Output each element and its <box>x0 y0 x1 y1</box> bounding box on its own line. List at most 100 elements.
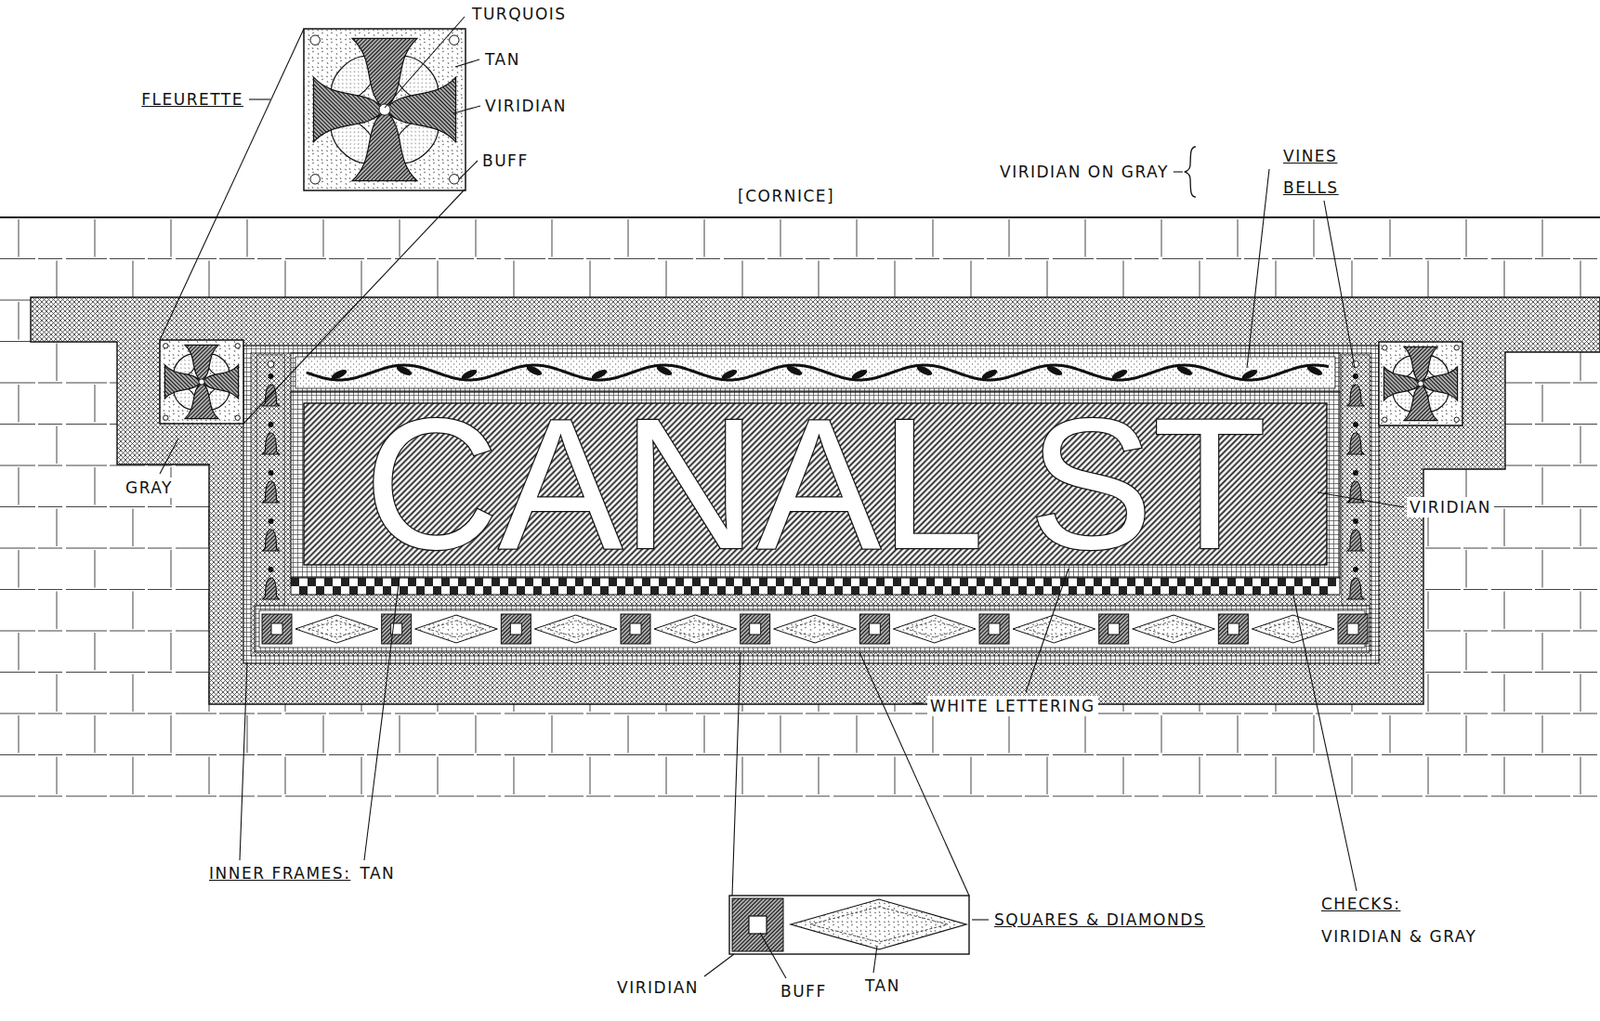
leader-line <box>760 932 787 979</box>
check-tile <box>1143 577 1153 587</box>
fleurette-dot <box>1454 417 1459 422</box>
vine-leaf <box>980 367 998 381</box>
tile-joint <box>1161 715 1163 754</box>
check-tile <box>625 577 634 587</box>
tile-joint <box>323 715 325 754</box>
label-anchor: VIRIDIAN & GRAY <box>1318 926 1480 947</box>
bell-dot <box>1352 566 1359 573</box>
label-anchor: VIRIDIAN <box>614 977 702 998</box>
tile-joint <box>132 591 134 630</box>
buff-square <box>510 623 522 635</box>
leader-line <box>971 918 989 920</box>
diamond-inner <box>547 620 604 638</box>
buff-square <box>1227 623 1239 635</box>
leader-line <box>159 438 179 474</box>
viridian-square <box>381 614 412 644</box>
check-tile <box>290 577 300 587</box>
check-tile <box>1319 586 1328 595</box>
viridian-square <box>620 614 651 644</box>
tile-joint <box>742 261 744 300</box>
buff-square <box>629 623 642 635</box>
check-tile <box>918 586 927 595</box>
check-tile <box>951 586 960 595</box>
tile-joint <box>1390 219 1391 258</box>
check-tile <box>591 577 601 587</box>
tile-joint <box>94 715 96 754</box>
leader-line <box>704 954 735 977</box>
fleurette-dot <box>163 415 169 420</box>
fleurette-ground <box>303 28 466 191</box>
callout-label: VIRIDIAN ON GRAY <box>996 161 1172 183</box>
bell-dot <box>268 373 275 380</box>
tile-joint <box>1580 591 1582 630</box>
check-tile <box>650 586 659 595</box>
label-anchor: TURQUOIS <box>469 3 570 25</box>
fleurette-ground <box>159 340 244 424</box>
check-tile <box>1051 586 1061 595</box>
check-tile <box>366 586 375 595</box>
viridian-square <box>979 614 1010 644</box>
tile-joint <box>666 261 668 300</box>
check-tile <box>1168 586 1178 595</box>
leader-line <box>1173 170 1183 172</box>
tile-joint <box>1313 219 1315 258</box>
tile-joint <box>1542 715 1544 754</box>
leader-line <box>239 662 248 861</box>
tile-joint <box>1542 632 1544 671</box>
brace <box>1184 146 1196 197</box>
tile-joint <box>1580 757 1582 796</box>
buff-square <box>748 916 767 934</box>
check-tile <box>876 577 885 587</box>
tile-joint <box>1275 757 1277 796</box>
tile-joint <box>170 219 172 258</box>
tile-joint <box>247 219 249 258</box>
fleurette <box>1378 341 1463 426</box>
check-tile <box>407 577 417 587</box>
tile-joint <box>1313 715 1315 754</box>
vine-leaf <box>524 364 543 378</box>
check-tile <box>909 577 919 587</box>
viridian-square <box>1218 614 1248 644</box>
bell-dot <box>1352 421 1359 428</box>
tile-joint <box>56 674 58 713</box>
fleurette <box>159 340 244 424</box>
callout-label: TAN <box>356 863 398 884</box>
check-tile <box>809 577 818 587</box>
tile-joint <box>1504 757 1506 796</box>
tan-diamond <box>1251 615 1335 643</box>
bell-tile <box>262 432 280 455</box>
bell-dot <box>1352 373 1359 380</box>
check-tile <box>892 577 902 587</box>
check-tile <box>1093 577 1102 587</box>
tile-joint <box>18 384 20 423</box>
vine-leaf <box>394 364 413 378</box>
tile-joint <box>399 715 401 754</box>
tile-joint <box>590 757 591 796</box>
bell-dot <box>268 470 275 476</box>
check-tile <box>299 586 308 595</box>
tile-joint <box>1542 219 1544 258</box>
label-anchor: GRAY <box>122 477 176 499</box>
tile-joint <box>1047 757 1049 796</box>
checks-band <box>290 577 1340 595</box>
label-anchor: BUFF <box>479 150 532 171</box>
fleurette-dot <box>1382 417 1388 422</box>
callout-label: TURQUOIS <box>469 3 570 25</box>
fleurette-dot <box>235 415 240 420</box>
squares-strip <box>259 610 1365 648</box>
label-anchor: SQUARES & DIAMONDS <box>991 909 1208 931</box>
bell-tile <box>262 529 280 551</box>
callout-label: INNER FRAMES: <box>206 863 354 884</box>
tile-joint <box>1047 261 1049 300</box>
check-tile <box>1252 586 1261 595</box>
vine-leaf <box>915 364 933 378</box>
check-tile <box>1219 586 1228 595</box>
check-tile <box>1110 577 1119 587</box>
frame-ground <box>250 353 1372 656</box>
check-tile <box>1127 577 1136 587</box>
tile-joint <box>18 301 20 341</box>
label-anchor: VIRIDIAN <box>482 95 570 117</box>
tile-joint <box>475 715 477 754</box>
viridian-square <box>262 614 292 644</box>
check-tile <box>583 586 592 595</box>
